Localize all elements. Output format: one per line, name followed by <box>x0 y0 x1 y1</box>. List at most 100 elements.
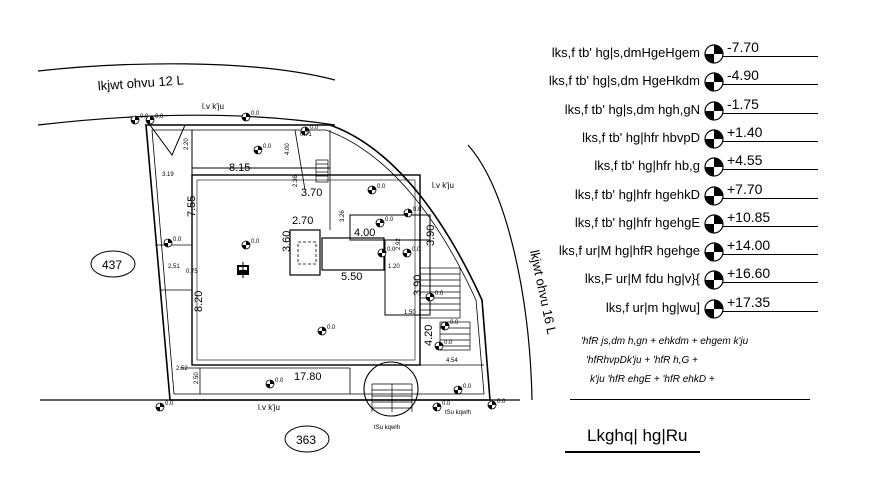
well-label: tSu kqwlh <box>374 425 400 431</box>
spot-level-value: 0.0 <box>310 125 319 131</box>
spot-level-value: 0.0 <box>165 401 174 407</box>
plot-number-left: 437 <box>102 258 122 272</box>
spot-level-value: 0.0 <box>435 291 444 297</box>
gate-label-top: l.v k'ju <box>202 102 224 111</box>
spot-level-value: 0.0 <box>385 217 394 223</box>
legend-row-level: +7.70 <box>727 180 763 197</box>
legend-row-level: -1.75 <box>727 95 759 112</box>
spot-level-value: 0.0 <box>263 144 272 150</box>
dim-8-15: 8.15 <box>229 162 250 174</box>
spot-level-icon: 0.0 <box>434 340 453 351</box>
spot-level-value: 0.0 <box>450 320 459 326</box>
spot-level-icon: 0.0 <box>163 237 182 248</box>
plot-boundary <box>145 124 491 401</box>
dim-3-60: 3.60 <box>281 231 293 252</box>
dim-5-50: 5.50 <box>341 271 362 283</box>
dim-1-50: 1.50 <box>404 310 416 316</box>
road-edge-top-inner <box>37 114 336 126</box>
plot-number-bottom-ring <box>284 425 330 453</box>
spot-level-icon: 0.0 <box>432 401 451 412</box>
spot-level-icon: 0.0 <box>403 207 422 218</box>
spot-level-icon: 0.0 <box>265 378 284 389</box>
dim-2-20: 2.20 <box>184 138 190 150</box>
dim-4-54: 4.54 <box>446 358 458 364</box>
dim-4-20: 4.20 <box>423 325 435 346</box>
legend-row-label: lks,f ur|M hg|hfR hgehge <box>558 243 700 259</box>
entry-symbol-icon <box>237 262 249 278</box>
legend-row: lks,f tb' hg|hfr hbvpD+1.40 <box>0 124 893 151</box>
spot-level-icon: 0.0 <box>425 291 444 302</box>
spot-level-icon: 0.0 <box>300 125 319 136</box>
legend-row-leader <box>714 225 818 227</box>
spot-level-icon: 0.0 <box>317 325 336 336</box>
dim-8-20: 8.20 <box>193 291 205 312</box>
legend-row: lks,f tb' hg|hfr hb,g+4.55 <box>0 152 893 179</box>
spot-level-value: 0.0 <box>497 399 506 405</box>
legend-row-leader <box>714 310 818 312</box>
level-marker-icon <box>704 299 724 319</box>
legend-row: lks,f tb' hg|hfr hgehkD+7.70 <box>0 180 893 208</box>
drawing-title-text: Lkghq| hg|Ru <box>587 426 688 445</box>
spot-level-icon: 0.0 <box>440 320 459 331</box>
legend-row-leader <box>714 112 818 114</box>
dim-0-75: 0.75 <box>186 269 198 275</box>
spot-level-icon: 0.0 <box>453 384 472 395</box>
legend-row-level: +4.55 <box>727 152 763 169</box>
gate-label-bottom: l.v k'ju <box>258 403 280 412</box>
spot-level-value: 0.0 <box>413 207 422 213</box>
dim-3-26: 3.26 <box>340 210 346 222</box>
dim-4-00: 4.00 <box>354 227 375 239</box>
legend-row-level: +16.60 <box>727 265 771 282</box>
plot-number-bottom: 363 <box>296 433 316 447</box>
legend-note-1: 'hfR js,dm h,gn + ehkdm + ehgem k'ju <box>581 336 749 347</box>
notch-top <box>149 124 186 156</box>
legend-row-label: lks,f tb' hg|s,dm HgeHkdm <box>548 73 700 89</box>
dim-1-20: 1.20 <box>388 264 400 270</box>
dim-3-90: 3.90 <box>425 225 437 246</box>
plot-number-left-ring <box>90 250 136 278</box>
legend-row: lks,f tb' hg|s,dm hgh,gN-1.75 <box>0 95 893 123</box>
road-label-top: lkjwt ohvu 12 L <box>97 72 184 93</box>
legend-row-label: lks,f tb' hg|s,dmHgeHgem <box>551 45 700 60</box>
spot-level-value: 0.0 <box>140 114 149 120</box>
dim-0-71: 0.71 <box>300 132 312 138</box>
legend-note-3: k'ju 'hfR ehgE + 'hfR ehkD + <box>590 374 715 385</box>
legend-note-2: 'hfRhvpDk'ju + 'hfR h,G + <box>586 355 698 366</box>
road-edge-top-outer <box>37 63 336 81</box>
legend-row: lks,f tb' hg|s,dm HgeHkdm -4.90 <box>0 67 893 94</box>
level-marker-icon <box>704 214 724 234</box>
spot-level-value: 0.0 <box>412 247 421 253</box>
spot-level-icon: 0.0 <box>375 217 394 228</box>
legend-row: lks,f tb' hg|s,dmHgeHgem-7.70 <box>0 39 893 66</box>
spot-level-value: 0.0 <box>251 239 260 245</box>
legend-row-level: -4.90 <box>727 67 759 84</box>
legend-row-leader <box>714 56 818 57</box>
level-marker-icon <box>704 72 724 92</box>
spot-level-icon: 0.0 <box>377 247 396 258</box>
spot-level-icon: 0.0 <box>487 399 506 410</box>
legend-row-leader <box>714 140 818 142</box>
level-marker-icon <box>704 157 724 177</box>
legend-row-leader <box>714 197 818 199</box>
dim-2-36: 2.36 <box>293 175 299 187</box>
spot-level-value: 0.0 <box>463 384 472 390</box>
dim-2-51: 2.51 <box>168 264 180 270</box>
dim-3-90-b: 3.90 <box>412 275 424 296</box>
legend-row-leader <box>714 282 818 284</box>
stair-top <box>315 159 329 183</box>
plot-inner-wall <box>151 129 485 395</box>
legend-row-label: lks,F ur|M fdu hg|v}{ <box>584 271 700 287</box>
drawing-title-underline <box>565 451 700 453</box>
core-room <box>289 229 321 276</box>
legend-row-label: lks,f tb' hg|hfr hgehgE <box>574 214 700 230</box>
spot-level-icon: 0.0 <box>130 114 149 125</box>
dim-7-55: 7.55 <box>186 196 198 217</box>
spot-level-value: 0.0 <box>173 237 182 243</box>
level-marker-icon <box>704 129 724 149</box>
main-building-inner <box>196 179 416 361</box>
road-edge-right-outer <box>467 144 533 401</box>
dim-2-50: 2.50 <box>194 372 200 384</box>
spot-level-icon: 0.0 <box>402 247 421 258</box>
